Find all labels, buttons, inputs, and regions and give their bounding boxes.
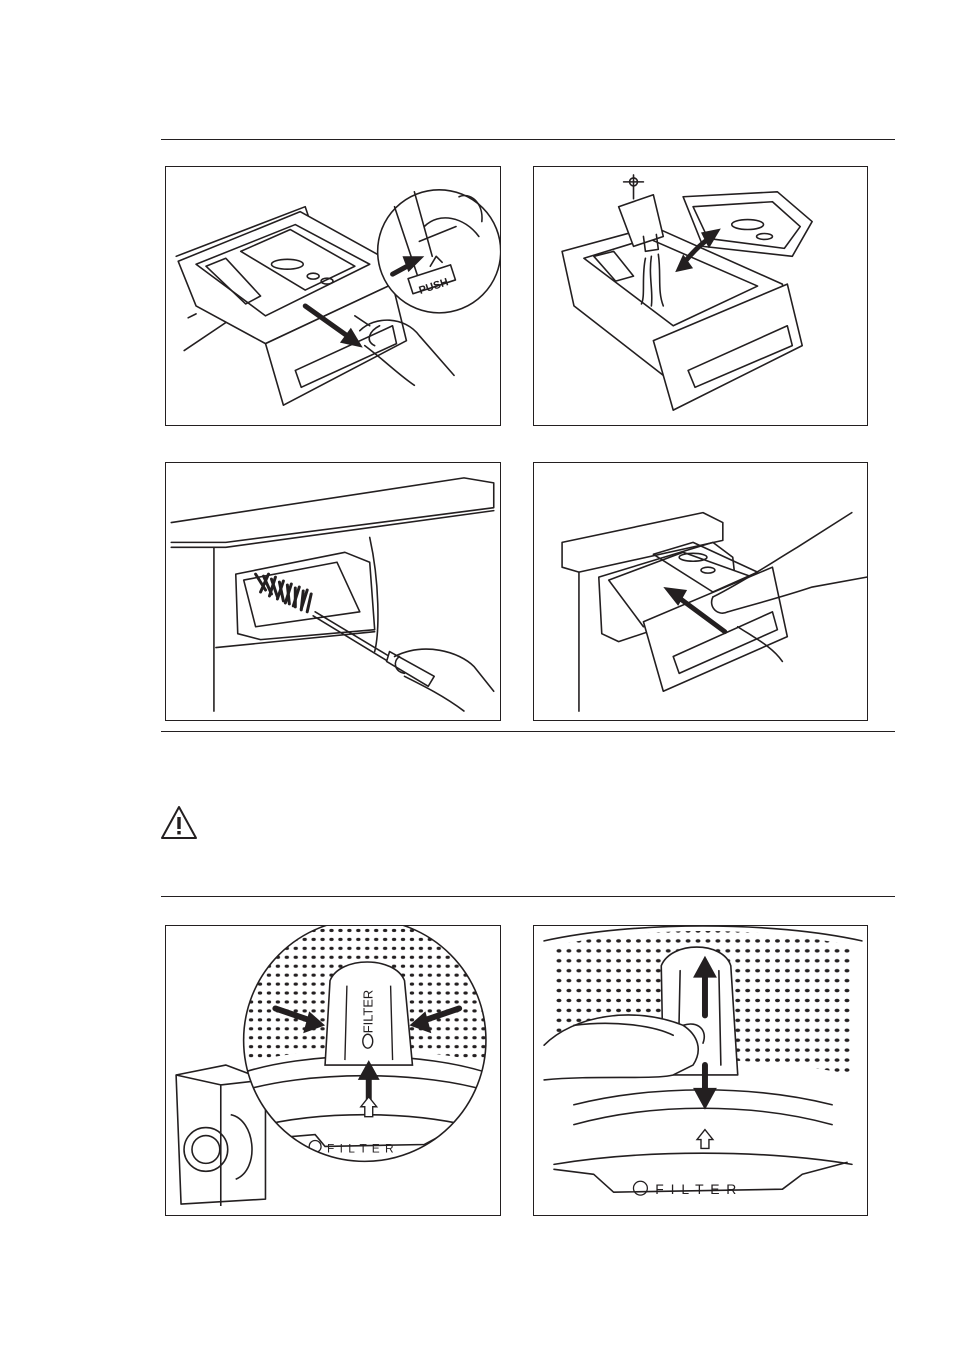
figure-filter-pull: F I L T E R	[533, 925, 868, 1216]
filter-knob-label: FILTER	[361, 990, 376, 1034]
figure-remove-dispenser: PUSH	[165, 166, 501, 426]
figure-insert-dispenser	[533, 462, 868, 721]
section-rule-top	[161, 139, 895, 140]
section-rule-lower	[161, 896, 895, 897]
figure-rinse-dispenser	[533, 166, 868, 426]
section-rule-middle	[161, 731, 895, 732]
warning-triangle-icon	[159, 804, 199, 842]
figure-filter-squeeze: FILTER F I L T E R	[165, 925, 501, 1216]
filter-spaced-label: F I L T E R	[327, 1141, 395, 1155]
filter-spaced-label-2: F I L T E R	[655, 1181, 738, 1197]
figure-clean-recess	[165, 462, 501, 721]
